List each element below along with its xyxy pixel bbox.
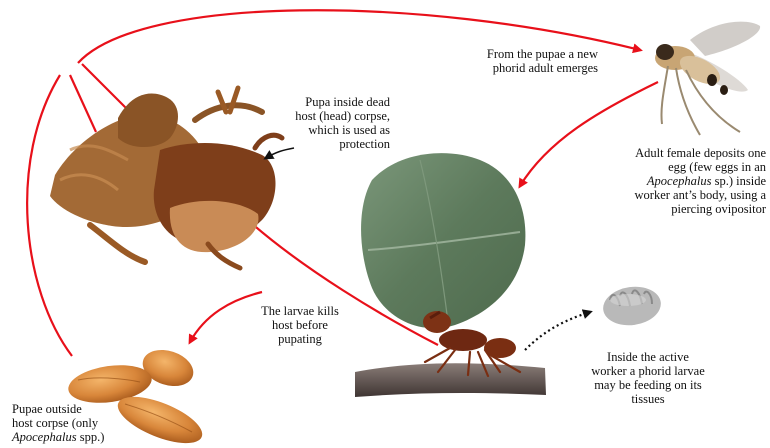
label-line: worker ant’s body, using a [600,188,766,202]
phorid-larva-image [601,283,664,329]
label-line: protection [260,137,390,151]
label-line: Adult female deposits one [600,146,766,160]
label-line: Pupae outside [12,402,142,416]
label-line: worker a phorid larvae [578,364,718,378]
label-female-deposits: Adult female deposits one egg (few eggs … [600,146,766,216]
label-line: Pupa inside dead [260,95,390,109]
genus-name: Apocephalus [647,174,712,188]
label-line: which is used as [260,123,390,137]
label-line: phorid adult emerges [450,61,598,75]
leafcutter-ant-image [355,153,546,397]
label-line: The larvae kills [250,304,350,318]
label-line: tissues [578,392,718,406]
label-line: egg (few eggs in an [600,160,766,174]
label-new-adult: From the pupae a new phorid adult emerge… [450,47,598,75]
label-line: Apocephalus sp.) inside [600,174,766,188]
dotted-arrow [525,312,590,350]
phorid-fly-image [655,22,760,135]
label-line: From the pupae a new [450,47,598,61]
label-line: pupating [250,332,350,346]
label-pupa-inside-head: Pupa inside dead host (head) corpse, whi… [260,95,390,151]
label-line: Inside the active [578,350,718,364]
dead-ant-head-image [50,88,282,268]
label-inside-worker: Inside the active worker a phorid larvae… [578,350,718,406]
label-line: piercing ovipositor [600,202,766,216]
label-larvae-kills: The larvae kills host before pupating [250,304,350,346]
label-pupae-outside: Pupae outside host corpse (only Apocepha… [12,402,142,444]
label-line: host before [250,318,350,332]
label-text: spp.) [77,430,105,444]
label-line: host corpse (only [12,416,142,430]
arrow-pupae-to-head [27,75,72,356]
label-line: Apocephalus spp.) [12,430,142,444]
genus-name: Apocephalus [12,430,77,444]
label-line: host (head) corpse, [260,109,390,123]
label-line: may be feeding on its [578,378,718,392]
label-text: sp.) inside [711,174,766,188]
